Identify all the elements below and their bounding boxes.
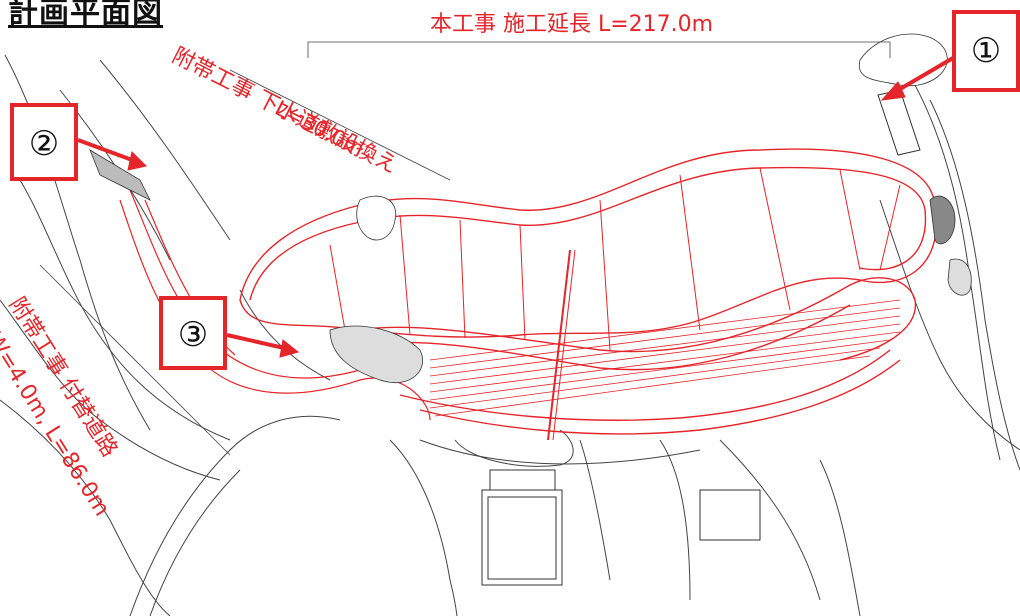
- main-work-label: 本工事 施工延長 L=217.0m: [430, 12, 714, 37]
- page-title: 計画平面図: [8, 0, 163, 31]
- callout-arrows: [77, 56, 955, 358]
- slope-hatching: [429, 299, 901, 417]
- building-outlines: [481, 89, 921, 586]
- cross-section-lines: [329, 167, 901, 441]
- marker-3: ③: [159, 296, 227, 370]
- marker-2: ②: [10, 103, 78, 181]
- dimension-lines: [39, 41, 891, 456]
- marker-1: ①: [952, 10, 1020, 92]
- main-work-outline: [239, 148, 938, 435]
